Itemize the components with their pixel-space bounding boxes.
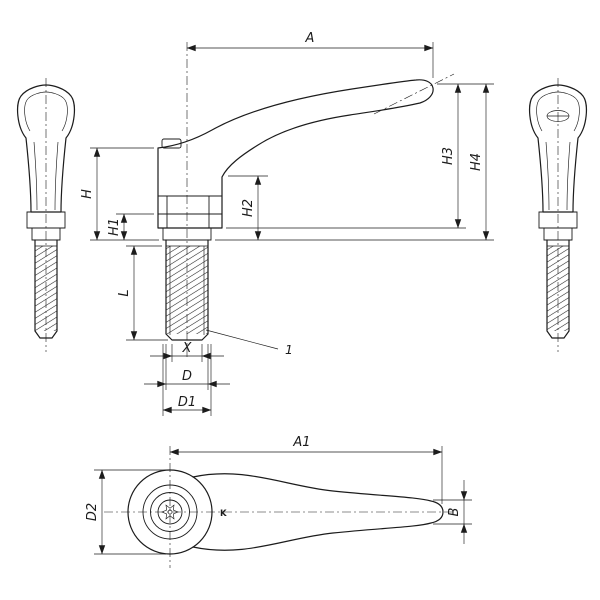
side-view-left [16,78,76,352]
dim-H2: H2 [228,175,268,241]
front-view [157,42,455,358]
dim-L-extension [126,245,168,341]
dim-H2-label: H2 [241,199,256,217]
side-view-right [528,78,588,352]
head-detail-lines [158,195,222,241]
right-view-flange [538,211,578,241]
dim-D1-extension [162,344,212,416]
dim-A1-label: A1 [292,435,310,450]
callout-1: 1 [205,329,293,357]
dim-B: B [433,480,472,544]
left-view-flange [26,211,66,241]
dim-A1: A1 [169,435,443,504]
dim-X: X [150,341,224,362]
dim-D2-label: D2 [85,503,100,521]
dim-H3: H3 [441,83,462,229]
dim-H1-label: H1 [107,218,122,236]
dim-H1: H1 [107,213,154,241]
top-view-handle-outline [192,473,444,551]
dim-X-label: X [182,341,193,356]
handle-tip-axis-line [373,73,455,115]
dim-D1-label: D1 [178,395,196,410]
dim-B-label: B [447,507,462,516]
handle-outline [157,79,434,229]
brand-mark: K [220,509,227,519]
dim-H4: H4 [469,83,490,241]
dim-D: D [144,344,230,390]
dim-H-extension [90,147,159,241]
dim-D2: D2 [85,469,166,555]
top-view: K [104,446,456,568]
callout-1-leader [205,329,279,350]
dim-H-label: H [80,189,95,199]
dim-A: A [186,31,434,78]
dim-L-label: L [117,289,132,296]
dim-D-label: D [182,369,192,384]
release-button [161,138,182,149]
dim-L: L [117,245,168,341]
callout-1-label: 1 [285,342,293,357]
dim-A-label: A [305,31,315,46]
dim-H4-label: H4 [469,153,484,171]
dim-D2-extension [94,469,166,555]
dim-H3-label: H3 [441,147,456,165]
dim-D1: D1 [162,344,212,416]
